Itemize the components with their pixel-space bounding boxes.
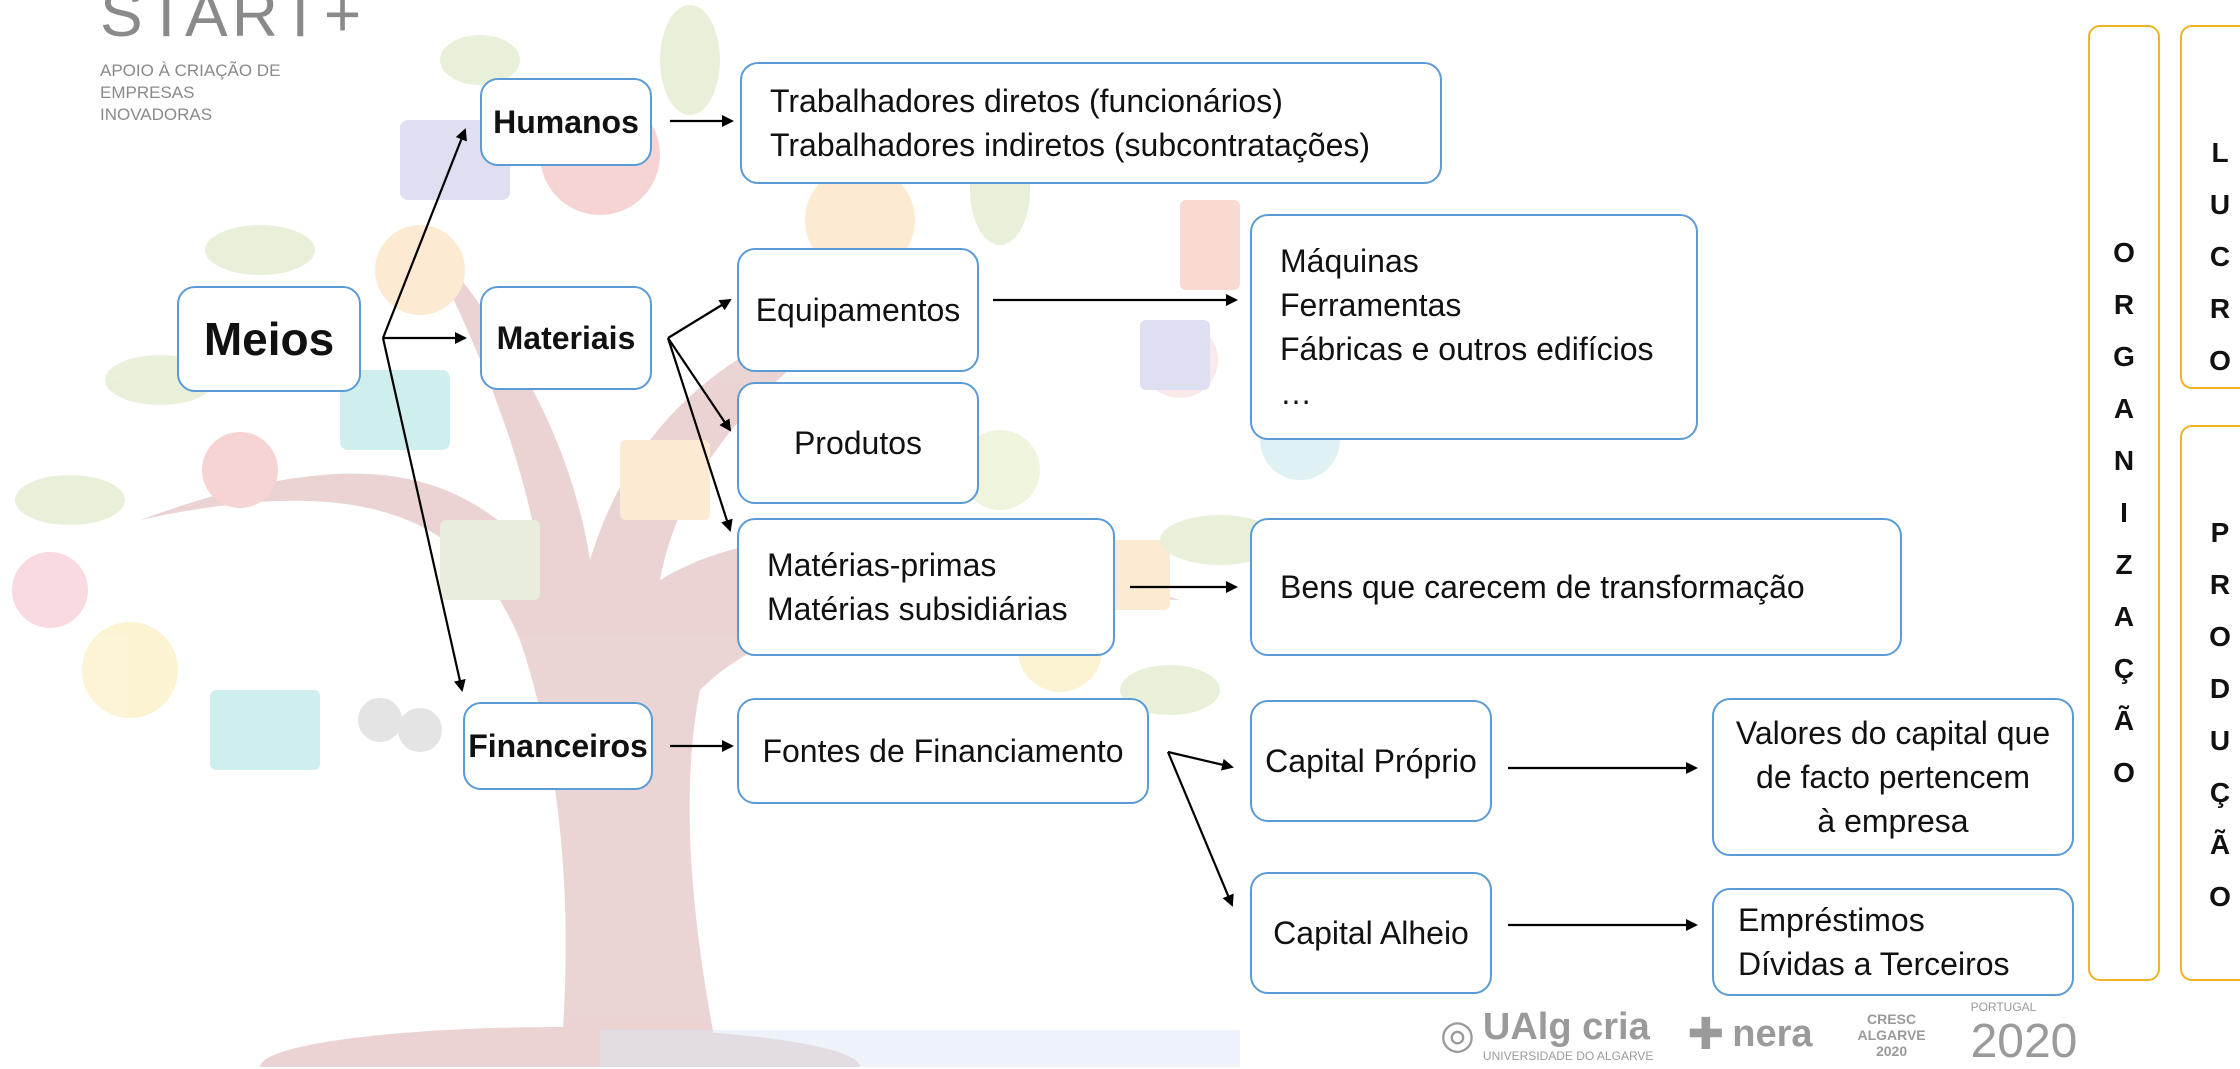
node-produtos-label: Produtos [793, 425, 923, 461]
node-capital-proprio-label: Capital Próprio [1265, 743, 1477, 779]
arrow-fontes-alheio [1166, 751, 1234, 907]
node-capital-alheio: Capital Alheio [1250, 872, 1492, 994]
detail-line: Ferramentas [1280, 287, 1462, 323]
ualg-waves-icon: ◎ [1440, 1012, 1475, 1057]
node-equipamentos-label: Equipamentos [755, 292, 961, 328]
node-materias: Matérias-primas Matérias subsidiárias [737, 518, 1115, 656]
producao-letter: P [2210, 517, 2230, 548]
arrow-materiais-equipamentos [667, 298, 732, 339]
lucro-letter: L [2211, 137, 2229, 168]
ualg-subtitle: UNIVERSIDADE DO ALGARVE [1482, 1049, 1654, 1063]
organizacao-letter: N [2113, 445, 2135, 476]
detail-line: Empréstimos [1738, 902, 1925, 938]
producao-letter: O [2209, 621, 2231, 652]
cresc-algarve-logo: CRESC ALGARVE 2020 [1847, 1011, 1937, 1059]
node-equipamentos: Equipamentos [737, 248, 979, 372]
node-fontes: Fontes de Financiamento [737, 698, 1149, 804]
arrow-meios-humanos [381, 128, 467, 339]
logo-title: START+ [100, 0, 366, 50]
detail-line: Dívidas a Terceiros [1738, 946, 2010, 982]
producao-letter: R [2209, 569, 2231, 600]
node-materias-detail-label: Bens que carecem de transformação [1280, 569, 1805, 605]
organizacao-letter: I [2120, 497, 2128, 528]
detail-line: Matérias subsidiárias [767, 591, 1068, 627]
detail-line: Fábricas e outros edifícios [1280, 331, 1654, 367]
node-financeiros-label: Financeiros [468, 728, 648, 764]
node-materiais-label: Materiais [496, 320, 636, 356]
organizacao-letter: G [2113, 341, 2135, 372]
ualg-cria-logo: ◎ UAlg cria UNIVERSIDADE DO ALGARVE [1440, 1006, 1653, 1063]
arrow-meios-financeiros [381, 337, 466, 692]
detail-line: Trabalhadores indiretos (subcontratações… [770, 127, 1371, 163]
producao-letter: O [2209, 881, 2231, 912]
node-equipamentos-detail: Máquinas Ferramentas Fábricas e outros e… [1250, 214, 1698, 440]
portugal-2020-logo: PORTUGAL 2020 [1971, 1000, 2078, 1069]
lucro-letter: O [2209, 345, 2231, 376]
lucro-letter: R [2209, 293, 2231, 324]
node-fontes-label: Fontes de Financiamento [762, 733, 1124, 769]
node-capital-proprio: Capital Próprio [1250, 700, 1492, 822]
producao-letter: Ã [2209, 829, 2231, 860]
node-humanos-label: Humanos [493, 104, 639, 140]
organizacao-letter: A [2113, 601, 2135, 632]
arrow-materiais-produtos [667, 337, 732, 432]
node-capital-proprio-detail: Valores do capital que de facto pertence… [1712, 698, 2074, 856]
node-meios: Meios [177, 286, 361, 392]
detail-line: … [1280, 375, 1312, 411]
arrow-fontes-proprio [1167, 750, 1234, 771]
organizacao-letter: O [2113, 757, 2135, 788]
producao-letter: Ç [2209, 777, 2231, 808]
producao-letter: D [2209, 673, 2231, 704]
lucro-letter: U [2209, 189, 2231, 220]
detail-line: Máquinas [1280, 243, 1419, 279]
arrow-materiais-materias [666, 337, 733, 532]
node-materias-detail: Bens que carecem de transformação [1250, 518, 1902, 656]
start-plus-logo: START+ APOIO À CRIAÇÃO DE EMPRESAS INOVA… [100, 0, 365, 126]
logo-subtitle: APOIO À CRIAÇÃO DE EMPRESAS INOVADORAS [100, 61, 281, 124]
node-capital-alheio-detail: Empréstimos Dívidas a Terceiros [1712, 888, 2074, 996]
detail-line: de facto pertencem [1756, 759, 2030, 795]
node-humanos-detail: Trabalhadores diretos (funcionários) Tra… [740, 62, 1442, 184]
portugal-2020: 2020 [1970, 1015, 2078, 1068]
nera-logo: ✚ nera [1687, 1009, 1812, 1060]
node-materiais: Materiais [480, 286, 652, 390]
node-capital-alheio-label: Capital Alheio [1273, 915, 1469, 951]
detail-line: Trabalhadores diretos (funcionários) [770, 83, 1283, 119]
portugal-top: PORTUGAL [1970, 1000, 2037, 1014]
organizacao-letter: A [2113, 393, 2135, 424]
producao-letter: U [2209, 725, 2231, 756]
organizacao-letter: Ã [2113, 705, 2135, 736]
node-financeiros: Financeiros [463, 702, 653, 790]
ualg-title: UAlg cria [1482, 1006, 1650, 1048]
organizacao-letter: Ç [2113, 653, 2135, 684]
detail-line: Valores do capital que [1735, 715, 2051, 751]
nera-title: nera [1732, 1013, 1813, 1055]
nera-cross-icon: ✚ [1687, 1010, 1725, 1059]
node-meios-label: Meios [203, 313, 335, 365]
detail-line: Matérias-primas [767, 547, 997, 583]
node-humanos: Humanos [480, 78, 652, 166]
organizacao-letter: R [2113, 289, 2135, 320]
detail-line: à empresa [1817, 803, 1969, 839]
cresc-title: CRESC ALGARVE 2020 [1857, 1010, 1926, 1059]
organizacao-letter: O [2113, 237, 2135, 268]
node-produtos: Produtos [737, 382, 979, 504]
organizacao-letter: Z [2115, 549, 2133, 580]
footer-logos: ◎ UAlg cria UNIVERSIDADE DO ALGARVE ✚ ne… [1440, 1000, 2077, 1069]
lucro-letter: C [2209, 241, 2231, 272]
